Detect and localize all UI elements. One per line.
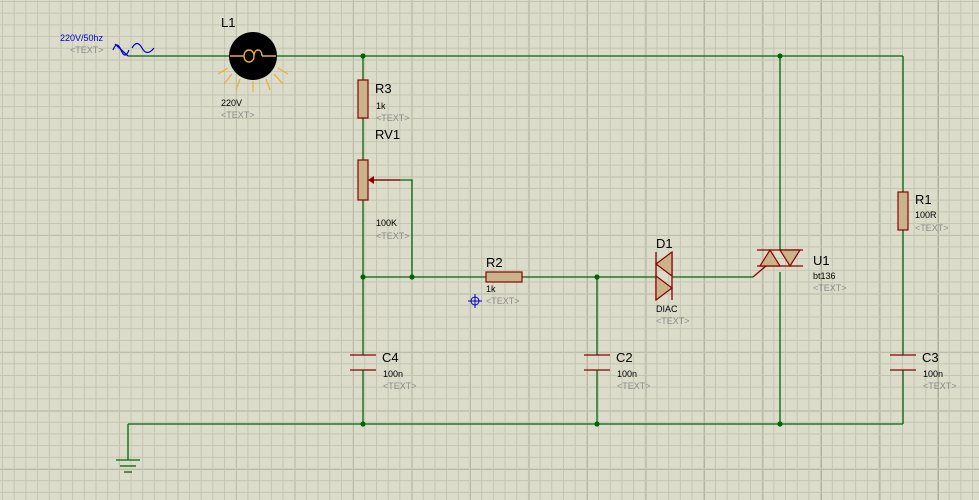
- rv1-ref: RV1: [375, 127, 400, 142]
- junction-dot: [777, 53, 783, 59]
- resistor-body: [485, 271, 523, 283]
- triac-gate: [752, 265, 767, 278]
- c3-ref: C3: [922, 350, 939, 365]
- ac-terminal-icon: [114, 43, 129, 57]
- junction-dot: [409, 274, 415, 280]
- junction-dot: [594, 274, 600, 280]
- potentiometer-body: [357, 159, 369, 201]
- resistor-r2[interactable]: R2 1k <TEXT>: [485, 255, 523, 306]
- resistor-body: [897, 191, 909, 231]
- r2-text: <TEXT>: [486, 296, 520, 306]
- lamp-ref: L1: [221, 15, 235, 30]
- junctions: [360, 53, 783, 427]
- resistor-r1[interactable]: R1 100R <TEXT>: [897, 191, 949, 233]
- r2-value: 1k: [486, 284, 496, 294]
- junction-dot: [360, 274, 366, 280]
- source-label: 220V/50hz: [60, 33, 104, 43]
- lamp-text: <TEXT>: [221, 110, 255, 120]
- junction-dot: [777, 421, 783, 427]
- resistor-body: [357, 79, 369, 119]
- junction-dot: [360, 421, 366, 427]
- c3-text: <TEXT>: [923, 381, 957, 391]
- triac-triangle-icon: [778, 249, 802, 268]
- diac-d1[interactable]: D1 DIAC <TEXT>: [655, 236, 690, 326]
- ground-icon[interactable]: [116, 459, 140, 473]
- lamp-rays-icon: [217, 67, 289, 92]
- r2-ref: R2: [486, 255, 503, 270]
- c3-value: 100n: [923, 369, 943, 379]
- source-text: <TEXT>: [70, 45, 104, 55]
- wire-rv1-wiper[interactable]: [372, 179, 413, 277]
- r1-ref: R1: [915, 192, 932, 207]
- lamp-value: 220V: [221, 98, 242, 108]
- lamp-bulb-icon: [229, 32, 277, 80]
- c2-text: <TEXT>: [617, 381, 651, 391]
- u1-value: bt136: [813, 271, 836, 281]
- triac-u1[interactable]: U1 bt136 <TEXT>: [752, 248, 847, 293]
- r3-ref: R3: [375, 81, 392, 96]
- potentiometer-rv1[interactable]: RV1 100K <TEXT>: [357, 127, 410, 241]
- d1-text: <TEXT>: [656, 316, 690, 326]
- diac-triangle-icon: [655, 274, 673, 302]
- capacitor-c3[interactable]: C3 100n <TEXT>: [890, 350, 957, 391]
- r1-value: 100R: [915, 210, 937, 220]
- u1-text: <TEXT>: [813, 283, 847, 293]
- r3-value: 1k: [376, 101, 386, 111]
- c4-ref: C4: [382, 350, 399, 365]
- junction-dot: [594, 421, 600, 427]
- resistor-r3[interactable]: R3 1k <TEXT>: [357, 79, 410, 123]
- d1-ref: D1: [656, 236, 673, 251]
- rv1-value: 100K: [376, 218, 397, 228]
- r1-text: <TEXT>: [915, 223, 949, 233]
- capacitor-c4[interactable]: C4 100n <TEXT>: [350, 350, 417, 391]
- ac-wave-icon: [131, 42, 155, 54]
- lamp-filament-icon: [230, 49, 276, 63]
- d1-value: DIAC: [656, 304, 678, 314]
- wiper-arrow-icon: [368, 176, 374, 184]
- diac-triangle-icon: [655, 250, 673, 278]
- c4-value: 100n: [383, 369, 403, 379]
- c2-ref: C2: [616, 350, 633, 365]
- capacitor-c2[interactable]: C2 100n <TEXT>: [584, 350, 651, 391]
- c2-value: 100n: [617, 369, 637, 379]
- wires: [127, 55, 904, 460]
- c4-text: <TEXT>: [383, 381, 417, 391]
- triac-triangle-icon: [758, 248, 782, 267]
- lamp-l1[interactable]: L1 220V <TEXT>: [217, 15, 289, 120]
- rv1-text: <TEXT>: [376, 231, 410, 241]
- crosshair-icon: [468, 294, 482, 308]
- r3-text: <TEXT>: [376, 113, 410, 123]
- ac-source[interactable]: 220V/50hz <TEXT>: [60, 33, 155, 57]
- junction-dot: [360, 53, 366, 59]
- u1-ref: U1: [813, 253, 830, 268]
